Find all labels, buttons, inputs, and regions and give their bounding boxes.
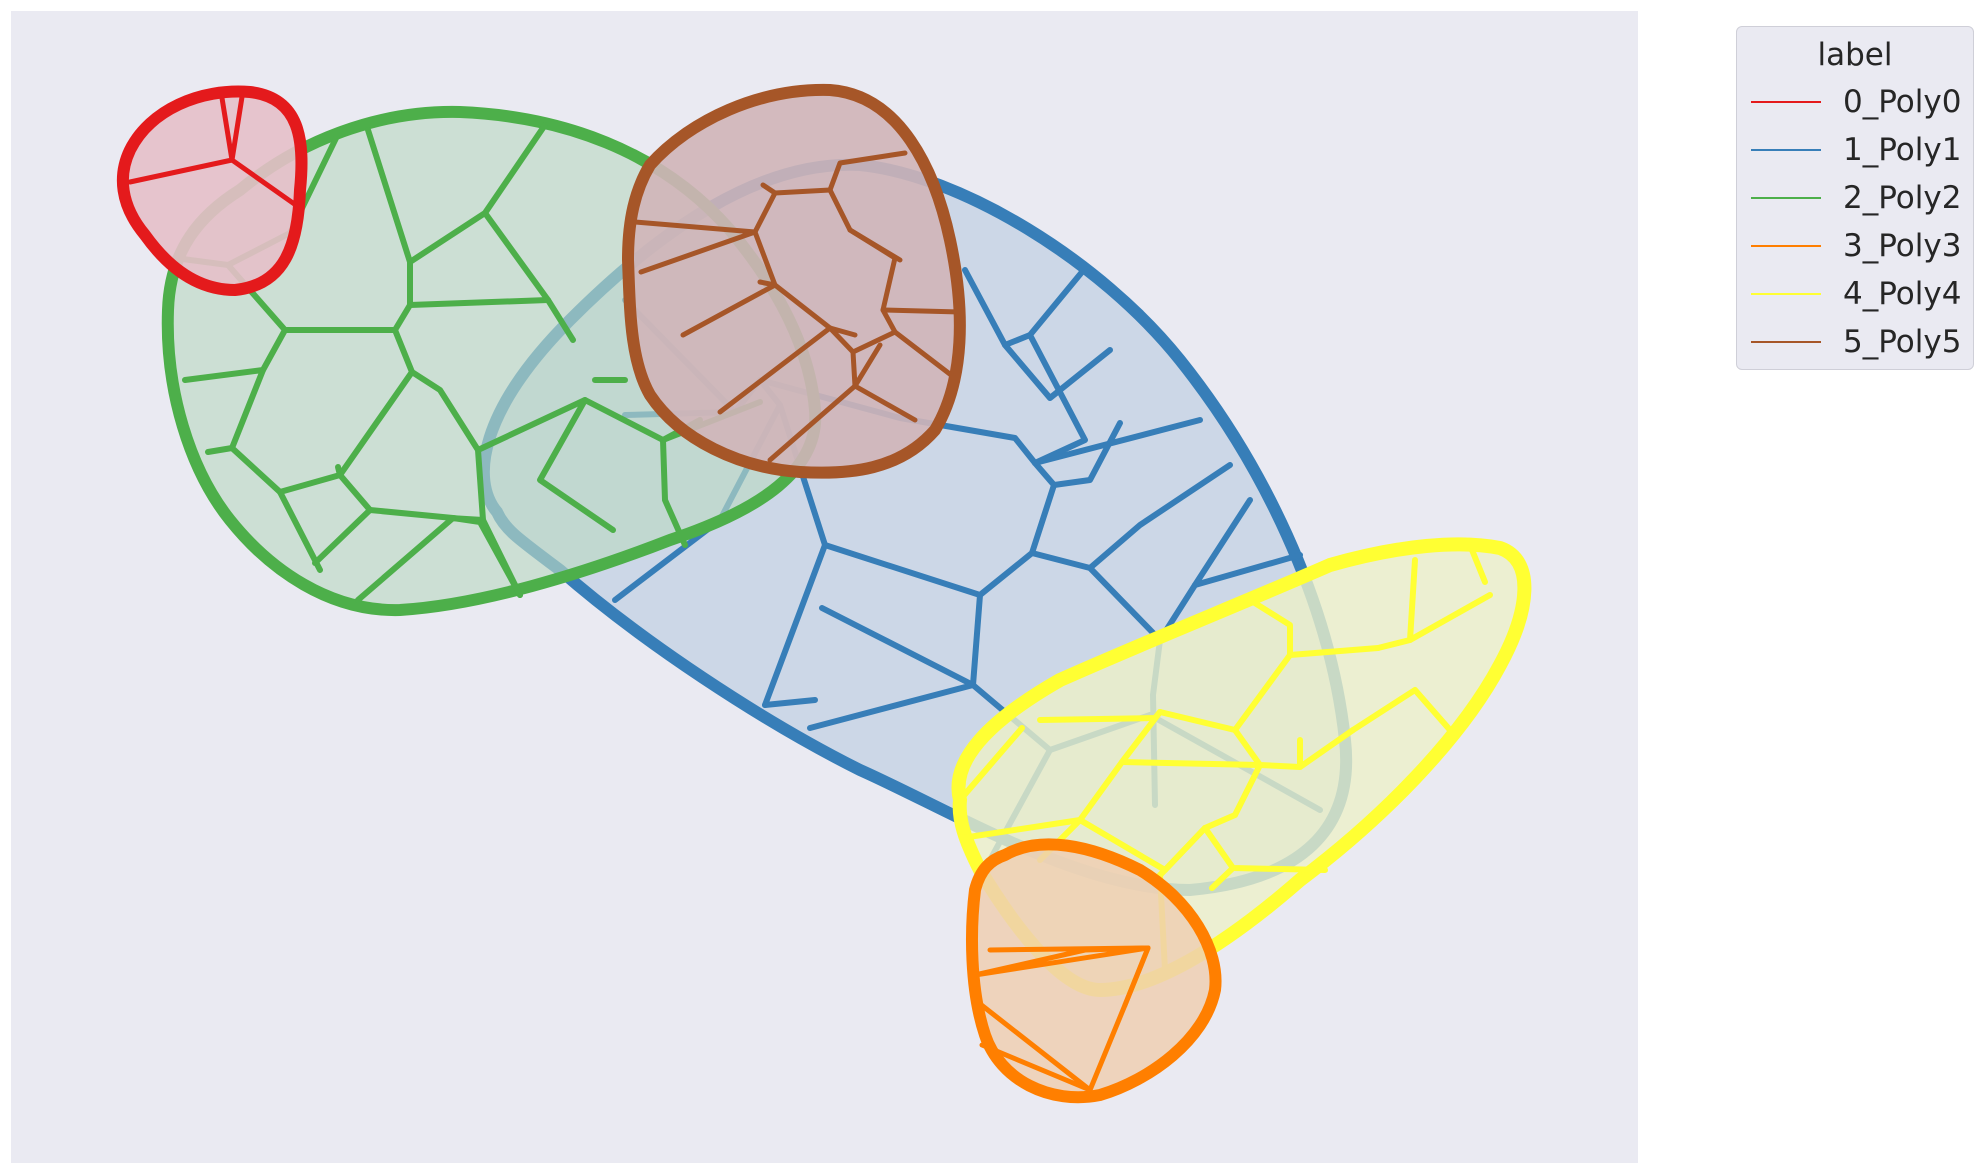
- legend-label: 2_Poly2: [1843, 180, 1962, 216]
- legend-line-3: [1751, 245, 1821, 247]
- legend-label: 4_Poly4: [1843, 276, 1962, 312]
- polygon-map: [11, 11, 1638, 1163]
- legend-title: label: [1817, 37, 1893, 73]
- legend-item: 1_Poly1: [1737, 127, 1973, 175]
- polygon-3-poly3: [966, 838, 1222, 1104]
- polygon-0-fill: [116, 85, 308, 297]
- legend-label: 1_Poly1: [1843, 132, 1962, 168]
- polygon-0-poly0: [116, 85, 308, 297]
- legend-item: 3_Poly3: [1737, 223, 1973, 271]
- legend-line-0: [1751, 101, 1821, 103]
- legend-item: 2_Poly2: [1737, 175, 1973, 223]
- polygon-3-fill: [966, 838, 1222, 1104]
- polygon-5-poly5: [621, 83, 966, 479]
- legend: label 0_Poly0 1_Poly1 2_Poly2 3_Poly3 4_…: [1736, 26, 1974, 370]
- legend-line-4: [1751, 293, 1821, 295]
- legend-label: 3_Poly3: [1843, 228, 1962, 264]
- polygon-5-fill: [621, 83, 966, 479]
- legend-item: 0_Poly0: [1737, 79, 1973, 127]
- legend-line-2: [1751, 197, 1821, 199]
- legend-item: 4_Poly4: [1737, 271, 1973, 319]
- legend-label: 0_Poly0: [1843, 84, 1962, 120]
- legend-line-5: [1751, 341, 1821, 343]
- legend-item: 5_Poly5: [1737, 319, 1973, 367]
- legend-label: 5_Poly5: [1843, 324, 1962, 360]
- legend-line-1: [1751, 149, 1821, 151]
